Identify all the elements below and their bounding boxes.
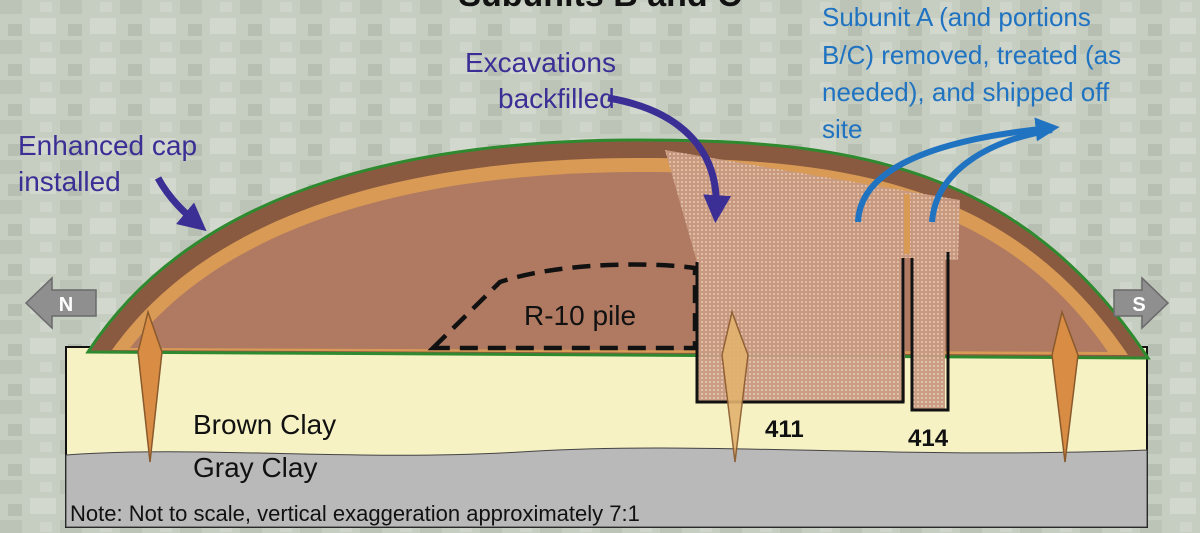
enhanced-cap-arrow	[154, 176, 207, 232]
gray-clay-label: Gray Clay	[193, 452, 317, 483]
north-direction-arrow: N	[24, 276, 97, 330]
excavations-label: Excavations backfilled	[465, 47, 624, 114]
excavation-414-outline	[910, 252, 950, 412]
partial-title: Subunits B and C	[458, 0, 741, 14]
south-direction-arrow: S	[1113, 276, 1170, 330]
subunit-a-label: Subunit A (and portions B/C) removed, tr…	[822, 2, 1128, 144]
cap-sliver	[904, 194, 910, 254]
north-label: N	[59, 294, 73, 316]
south-label: S	[1132, 294, 1145, 316]
enhanced-cap-label: Enhanced cap installed	[18, 130, 205, 197]
r10-pile-outline	[427, 262, 698, 351]
subunit-a-arrow-414	[929, 127, 1053, 223]
r10-pile-label: R-10 pile	[524, 300, 636, 331]
brown-clay-label: Brown Clay	[193, 409, 336, 440]
monitoring-well-center	[721, 309, 749, 463]
monitoring-well-north	[137, 309, 163, 463]
monitoring-well-south	[1051, 309, 1079, 463]
excavations-arrow	[607, 94, 732, 224]
excavation-414-label: 414	[908, 425, 949, 452]
subunit-a-arrow-411	[855, 117, 1060, 223]
excavation-411-outline	[695, 258, 905, 404]
scale-note: Note: Not to scale, vertical exaggeratio…	[70, 501, 640, 526]
gray-clay-layer	[65, 447, 1148, 528]
excavation-411-label: 411	[765, 416, 804, 443]
